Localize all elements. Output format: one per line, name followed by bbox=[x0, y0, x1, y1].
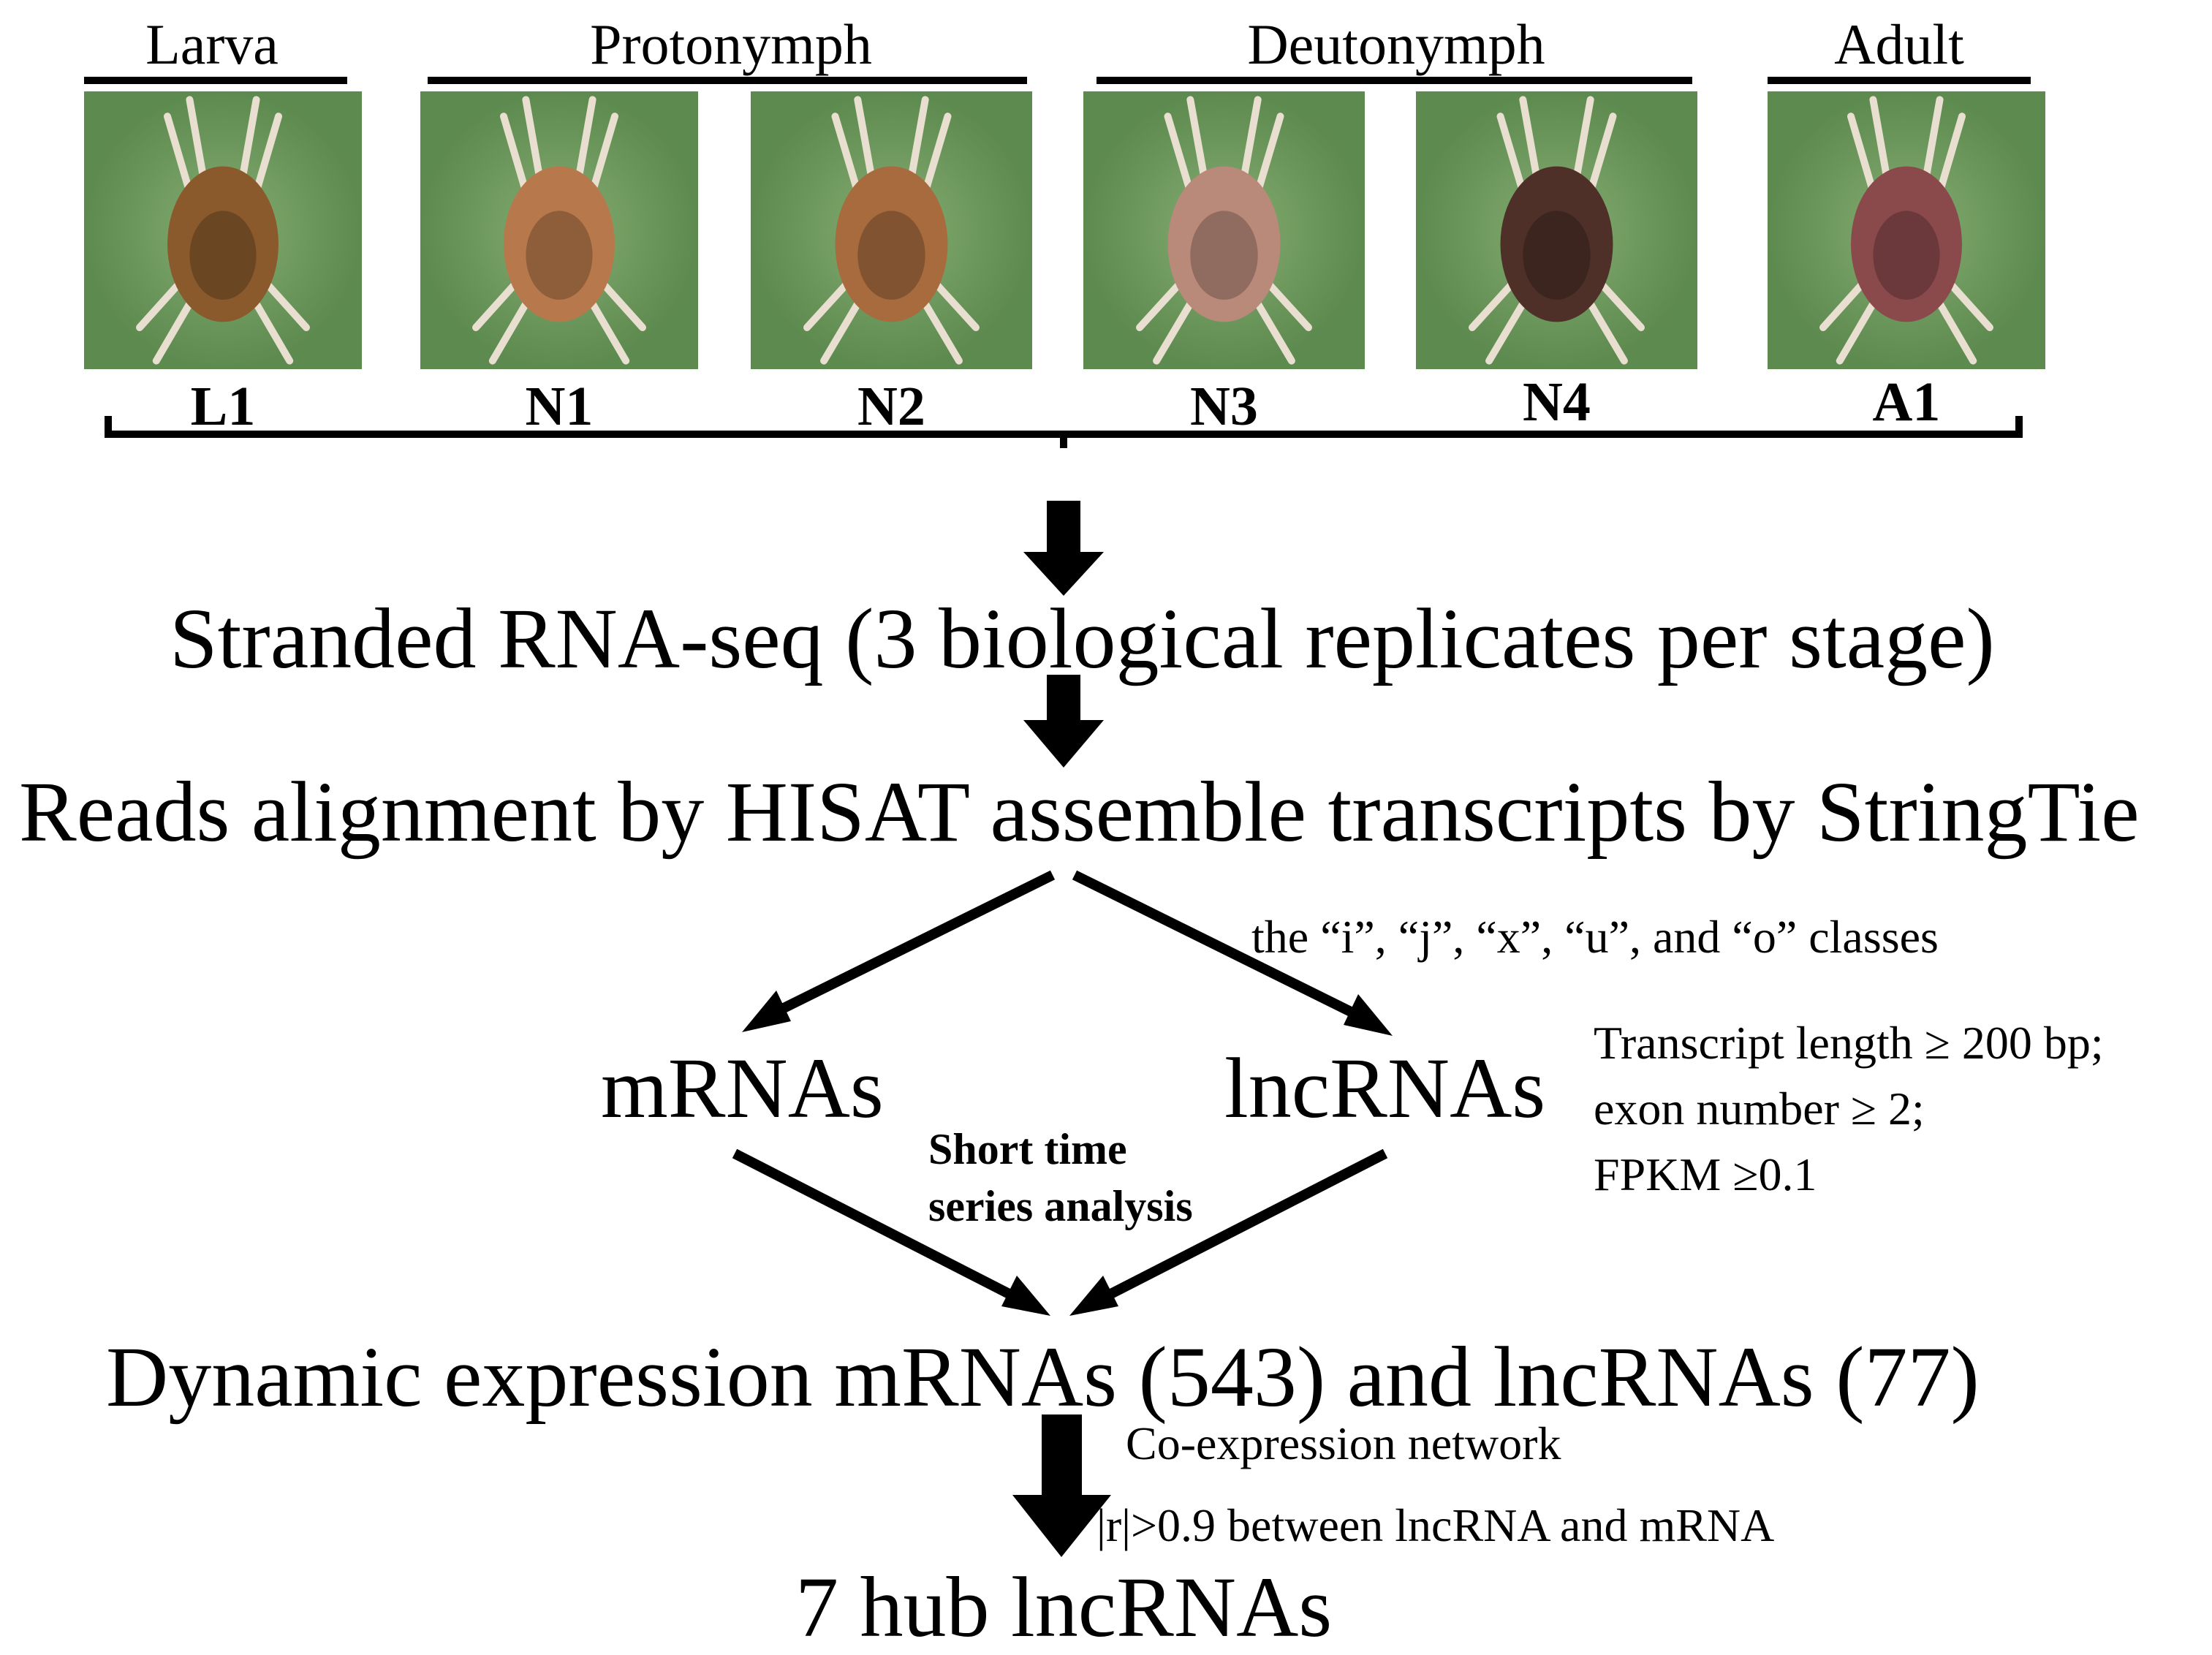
mite-body bbox=[1167, 166, 1281, 322]
mite-illustration bbox=[1768, 91, 2045, 369]
mite-body bbox=[504, 166, 615, 322]
classes-note: the “i”, “j”, “x”, “u”, and “o” classes bbox=[1251, 911, 1939, 963]
arrow-down-1 bbox=[1023, 501, 1104, 596]
criteria-fpkm: FPKM ≥0.1 bbox=[1594, 1148, 1817, 1200]
result-hub-lncrnas: 7 hub lncRNAs bbox=[795, 1559, 1333, 1655]
sts-label-line2: series analysis bbox=[928, 1182, 1193, 1230]
arrow-down-2 bbox=[1023, 675, 1104, 768]
arrow-down-3 bbox=[1012, 1414, 1111, 1557]
threshold-label: |r|>0.9 between lncRNA and mRNA bbox=[1096, 1499, 1775, 1551]
mite-body bbox=[1851, 166, 1962, 322]
sample-label-n3: N3 bbox=[1190, 376, 1258, 437]
sample-label-n1: N1 bbox=[525, 376, 594, 437]
node-lncrnas: lncRNAs bbox=[1224, 1040, 1546, 1136]
mite-illustration bbox=[751, 91, 1032, 369]
node-mrnas: mRNAs bbox=[601, 1040, 884, 1136]
step-dynamic-expression: Dynamic expression mRNAs (543) and lncRN… bbox=[106, 1329, 1980, 1425]
mite-photo-n4 bbox=[1416, 91, 1697, 369]
stage-label-protonymph: Protonymph bbox=[590, 12, 872, 76]
stage-bar-deutonymph bbox=[1096, 77, 1692, 84]
samples-bracket bbox=[105, 416, 2023, 448]
mite-body bbox=[835, 166, 948, 322]
mite-illustration bbox=[1416, 91, 1697, 369]
stage-bar-adult bbox=[1768, 77, 2031, 84]
stage-label-larva: Larva bbox=[145, 12, 279, 76]
mite-photo-n1 bbox=[420, 91, 698, 369]
sample-label-n4: N4 bbox=[1523, 371, 1591, 433]
stage-bar-protonymph bbox=[428, 77, 1027, 84]
stage-label-deutonymph: Deutonymph bbox=[1247, 12, 1545, 76]
criteria-exon: exon number ≥ 2; bbox=[1594, 1083, 1925, 1135]
mite-photo-n3 bbox=[1083, 91, 1365, 369]
arrow-to-mrnas bbox=[742, 870, 1056, 1032]
mite-illustration bbox=[1083, 91, 1365, 369]
mite-photo-a1 bbox=[1768, 91, 2045, 369]
mite-body bbox=[167, 166, 279, 322]
sample-label-l1: L1 bbox=[190, 376, 256, 437]
sample-label-a1: A1 bbox=[1872, 371, 1941, 433]
criteria-length: Transcript length ≥ 200 bp; bbox=[1594, 1017, 2104, 1069]
arrow-from-mrnas bbox=[732, 1148, 1050, 1316]
sts-label-line1: Short time bbox=[928, 1125, 1127, 1173]
sample-label-n2: N2 bbox=[857, 376, 925, 437]
step-alignment: Reads alignment by HISAT assemble transc… bbox=[19, 764, 2140, 860]
mite-illustration bbox=[84, 91, 362, 369]
stage-label-adult: Adult bbox=[1834, 12, 1964, 76]
mite-photo-n2 bbox=[751, 91, 1032, 369]
step-rna-seq: Stranded RNA-seq (3 biological replicate… bbox=[170, 591, 1995, 686]
stage-bar-larva bbox=[84, 77, 347, 84]
arrow-to-lncrnas bbox=[1072, 870, 1393, 1036]
coexpression-label: Co-expression network bbox=[1126, 1417, 1561, 1469]
arrow-from-lncrnas bbox=[1069, 1148, 1388, 1316]
mite-photo-l1 bbox=[84, 91, 362, 369]
mite-body bbox=[1500, 166, 1613, 322]
mite-illustration bbox=[420, 91, 698, 369]
